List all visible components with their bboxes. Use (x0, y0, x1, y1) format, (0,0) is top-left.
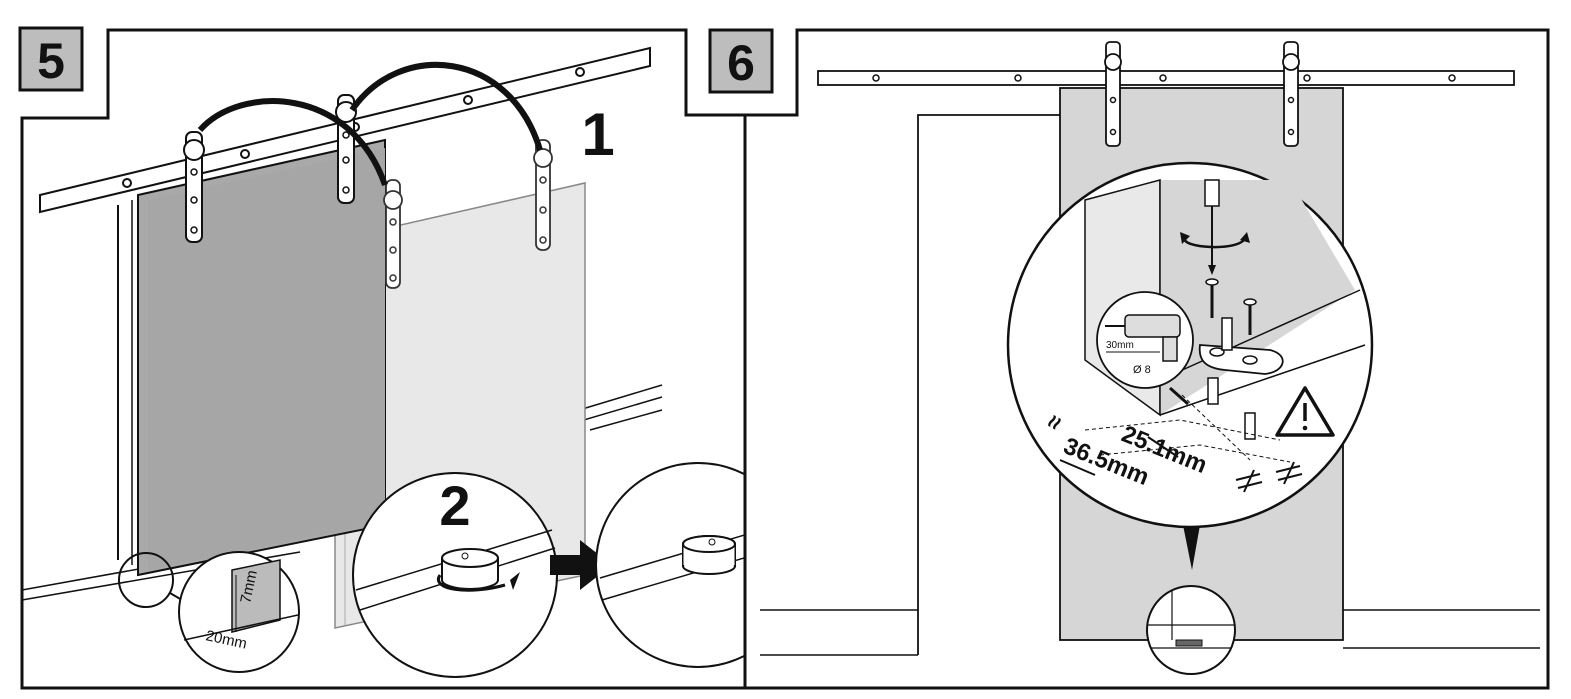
drill-icon: 30mm Ø 8 (1096, 291, 1194, 406)
warning-icon (1275, 386, 1335, 437)
screwdriver-icon (1204, 179, 1220, 275)
door-panel (137, 138, 386, 577)
rotate-arrow-icon (436, 574, 506, 592)
screw-icon (1243, 298, 1257, 335)
floor-guide-icon (1198, 317, 1284, 375)
roller-hanger-icon (533, 139, 553, 251)
floor-guide-detail: 7mm 20mm (118, 551, 300, 673)
roller-hanger-icon (1104, 41, 1122, 147)
no-gap-mark (1235, 461, 1303, 493)
panel-step-5: 5 (18, 26, 801, 690)
sub-step-2: 2 (439, 474, 470, 537)
wall-plug-icon (1207, 377, 1219, 405)
right-arrow-icon (550, 540, 612, 590)
roller-hanger-icon (335, 94, 357, 204)
stopper-detail-before: 2 (352, 472, 558, 678)
roller-hanger-icon (383, 179, 403, 289)
step-6-number: 6 (727, 35, 755, 91)
guide-install-detail: 30mm Ø 8 25.1mm ≈ 36.5mm (1006, 161, 1374, 529)
screw-icon (1205, 278, 1219, 318)
panel-step-6: 6 (708, 28, 1550, 690)
step-6-badge: 6 (708, 28, 774, 94)
step-5-number: 5 (37, 33, 65, 89)
roller-hanger-icon (1282, 41, 1300, 147)
floor-guide-icon (1146, 585, 1236, 675)
drill-depth-label: 30mm (1106, 340, 1134, 351)
drill-diameter-label: Ø 8 (1133, 364, 1151, 376)
door-stopper-icon (682, 535, 736, 575)
door-stopper-icon (441, 548, 499, 590)
sub-step-1: 1 (581, 101, 614, 168)
hang-arrow (197, 61, 543, 186)
guide-height-label: 7mm (237, 569, 261, 605)
sliding-rail (817, 70, 1515, 86)
step-5-badge: 5 (18, 26, 84, 92)
wall-plug-icon (1244, 412, 1256, 440)
rotate-arrow-icon (1183, 237, 1247, 249)
roller-hanger-icon (183, 131, 205, 243)
